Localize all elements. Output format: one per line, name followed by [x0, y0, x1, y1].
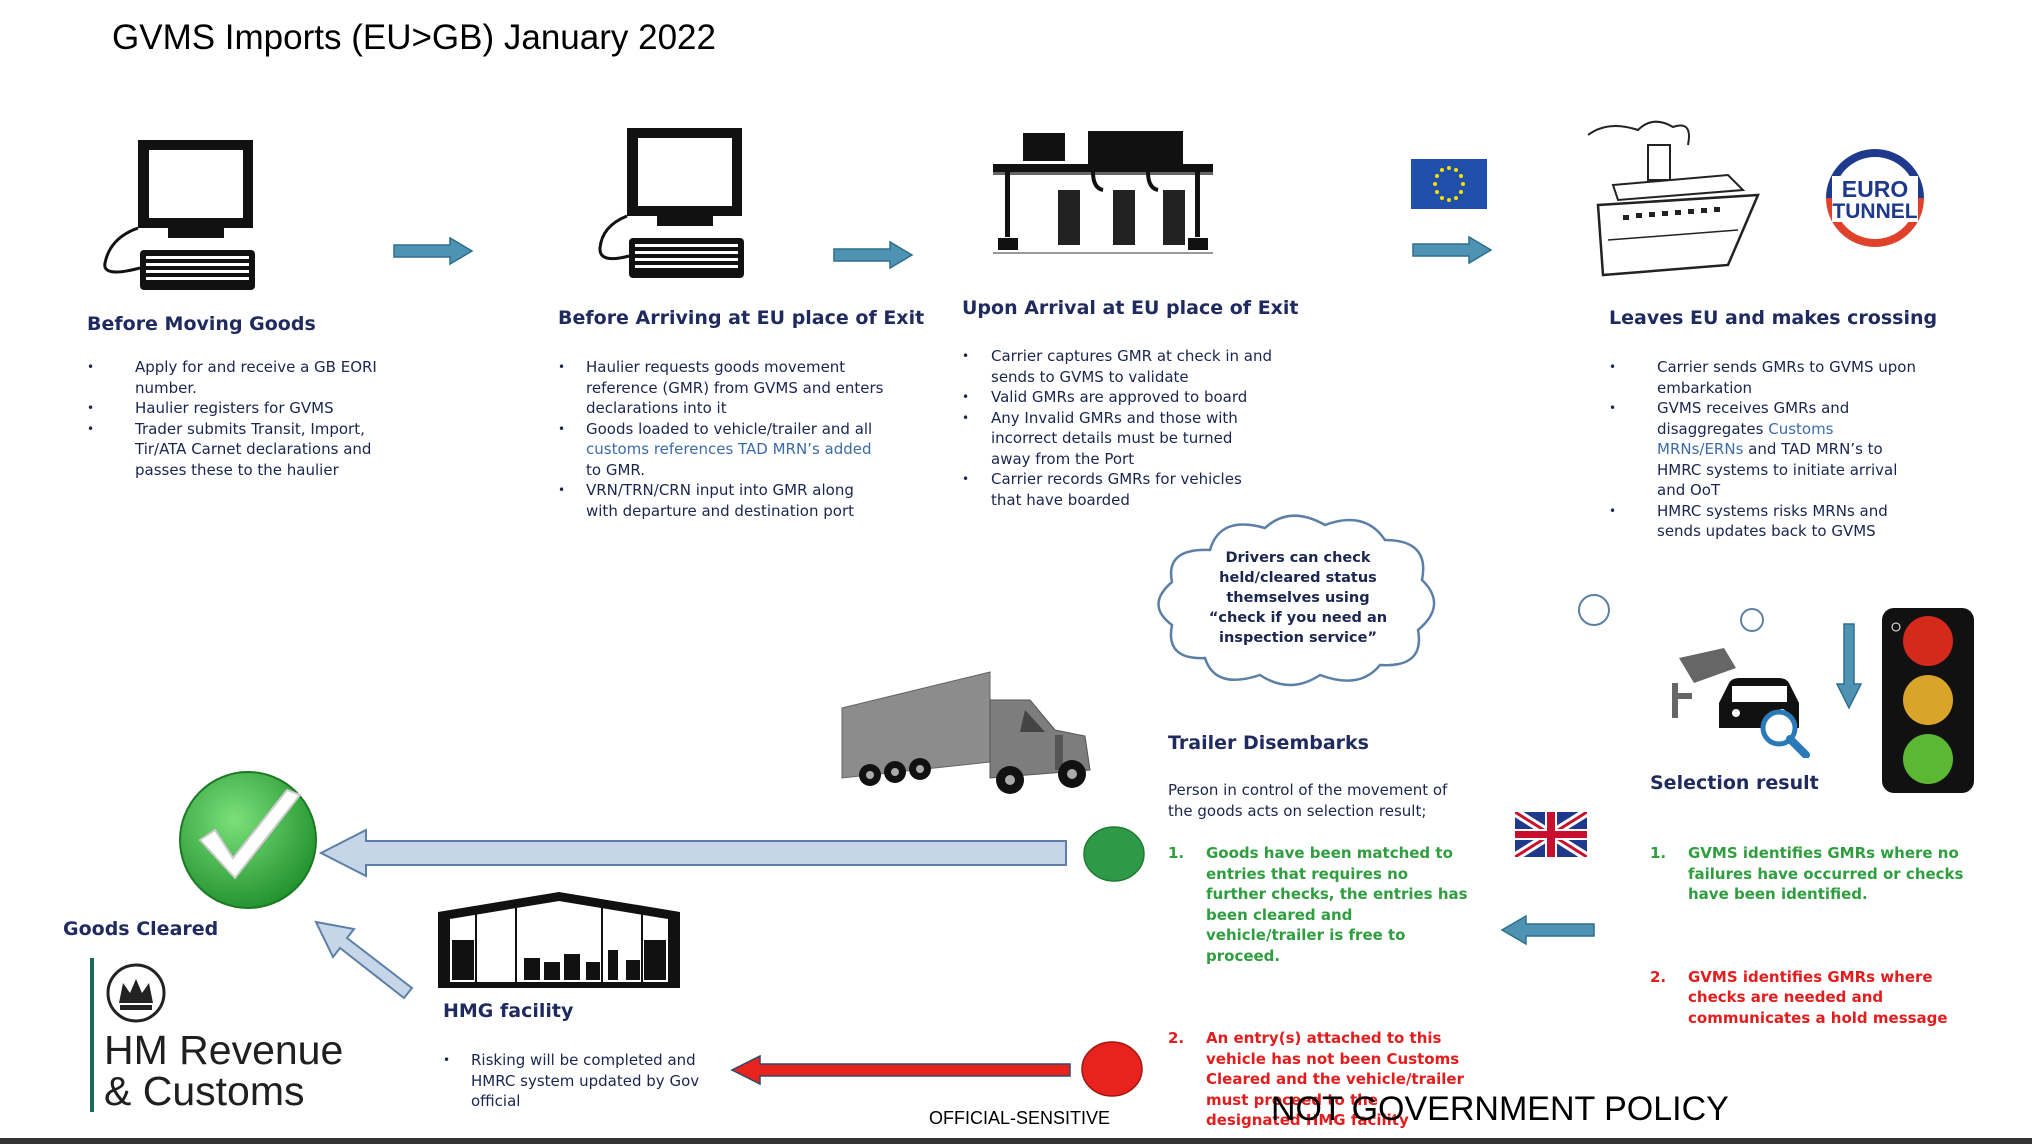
upon-arrival-list: Carrier captures GMR at check in and sen… [962, 346, 1272, 510]
list-item: VRN/TRN/CRN input into GMR along with de… [558, 480, 888, 521]
camera-car-search-icon [1672, 648, 1810, 758]
bottom-border [0, 1138, 2032, 1144]
eurotunnel-logo: EURO TUNNEL [1826, 149, 1924, 247]
list-item: 2.An entry(s) attached to this vehicle h… [1168, 1029, 1464, 1129]
trailer-intro: Person in control of the movement of the… [1168, 781, 1448, 820]
cloud-text: Drivers can check held/cleared status th… [1208, 550, 1388, 646]
list-item: Valid GMRs are approved to board [962, 387, 1272, 408]
list-item: Carrier captures GMR at check in and sen… [962, 346, 1272, 387]
red-left-arrow [730, 1054, 1071, 1086]
hmrc-logo-text: HM Revenue & Customs [104, 1030, 343, 1112]
leaves-eu-list: Carrier sends GMRs to GVMS upon embarkat… [1609, 357, 1919, 542]
list-item: 1.GVMS identifies GMRs where no failures… [1650, 844, 1964, 903]
warehouse-icon [438, 892, 680, 988]
list-item: Haulier registers for GVMS [87, 398, 377, 419]
flow-arrow-icon [1500, 914, 1595, 946]
ship-icon [1587, 120, 1760, 277]
list-item: Carrier records GMRs for vehicles that h… [962, 469, 1272, 510]
list-item: Apply for and receive a GB EORI number. [87, 357, 377, 398]
heading-hmg: HMG facility [443, 1000, 574, 1022]
list-item: 2.GVMS identifies GMRs where checks are … [1650, 967, 1948, 1027]
eurotunnel-line2: TUNNEL [1832, 200, 1917, 223]
list-item: 1.Goods have been matched to entries tha… [1168, 844, 1468, 965]
diagonal-arrow [314, 920, 414, 1000]
trailer-list: 1.Goods have been matched to entries tha… [1168, 843, 1473, 1131]
green-status-circle [1083, 826, 1145, 882]
selection-list: 1.GVMS identifies GMRs where no failures… [1650, 843, 1970, 1028]
eurotunnel-line1: EURO [1842, 176, 1908, 202]
list-item: Trader submits Transit, Import, Tir/ATA … [87, 419, 377, 481]
before-arriving-list: Haulier requests goods movement referenc… [558, 357, 888, 521]
traffic-light-icon [1882, 608, 1974, 793]
page-title: GVMS Imports (EU>GB) January 2022 [112, 18, 716, 57]
thought-cloud [1157, 514, 1436, 687]
heading-selection: Selection result [1650, 772, 1819, 794]
heading-trailer: Trailer Disembarks [1168, 732, 1369, 754]
computer-icon [103, 140, 255, 290]
computer-icon [598, 128, 744, 278]
list-item: Carrier sends GMRs to GVMS upon embarkat… [1609, 357, 1919, 398]
list-item: GVMS receives GMRs and disaggregates Cus… [1609, 398, 1919, 501]
footer-policy-note: NOT GOVERNMENT POLICY [1271, 1090, 1729, 1128]
big-left-arrow [318, 828, 1067, 878]
uk-flag-icon [1515, 812, 1587, 857]
heading-upon-arrival: Upon Arrival at EU place of Exit [962, 297, 1299, 319]
check-mark-icon [179, 771, 317, 909]
list-item: Haulier requests goods movement referenc… [558, 357, 888, 419]
truck-icon [841, 671, 1091, 794]
list-item: Goods loaded to vehicle/trailer and all … [558, 419, 888, 481]
before-moving-list: Apply for and receive a GB EORI number. … [87, 357, 377, 480]
hmrc-logo-bar [90, 958, 94, 1112]
toll-gate-icon [993, 131, 1213, 254]
list-item: HMRC systems risks MRNs and sends update… [1609, 501, 1919, 542]
heading-before-moving: Before Moving Goods [87, 313, 316, 335]
red-status-circle [1081, 1041, 1143, 1097]
flow-arrow-icon [833, 240, 914, 270]
crown-icon [106, 963, 166, 1023]
heading-before-arriving: Before Arriving at EU place of Exit [558, 307, 925, 329]
list-item: Any Invalid GMRs and those with incorrec… [962, 408, 1272, 470]
goods-cleared-label: Goods Cleared [63, 918, 219, 940]
down-arrow-icon [1836, 623, 1862, 710]
hmrc-line2: & Customs [104, 1068, 305, 1114]
heading-leaves-eu: Leaves EU and makes crossing [1609, 307, 1938, 329]
flow-arrow-icon [393, 236, 474, 266]
flow-arrow-icon [1412, 235, 1493, 265]
thought-bubble-icon [1578, 594, 1610, 626]
footer-classification: OFFICIAL-SENSITIVE [929, 1108, 1111, 1128]
hmrc-line1: HM Revenue [104, 1027, 344, 1073]
eu-flag-icon [1411, 159, 1487, 209]
hmg-list: Risking will be completed and HMRC syste… [443, 1050, 713, 1112]
list-item: Risking will be completed and HMRC syste… [443, 1050, 713, 1112]
thought-bubble-icon [1740, 608, 1764, 632]
